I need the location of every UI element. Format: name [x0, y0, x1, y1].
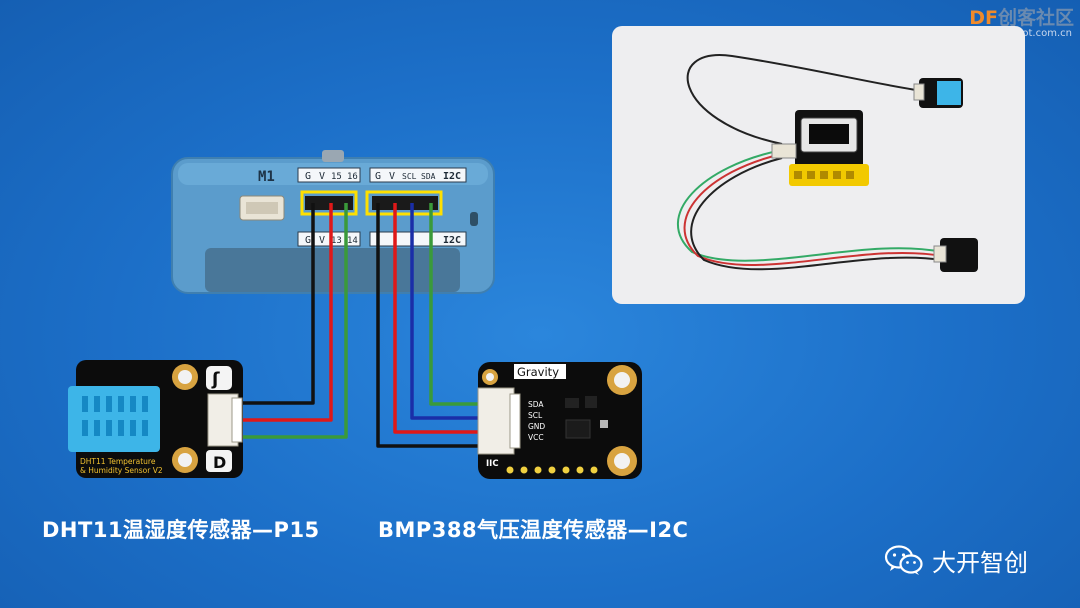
controller-top-header-left: G V 15 16 [297, 167, 361, 183]
caption-dht11: DHT11温湿度传感器—P15 [42, 518, 320, 542]
wire-red-vcc [243, 203, 333, 422]
dht11-logo-bottom: D [213, 453, 226, 472]
header-pin-label: I2C [443, 235, 461, 246]
wire-blue-scl [410, 203, 478, 420]
bmp388-iface: IIC [486, 459, 499, 469]
wire-black-gnd [376, 203, 478, 448]
highlight-box-p15 [300, 190, 358, 216]
bmp388-pin-scl: SCL [528, 411, 543, 420]
controller-bottom-header: G V 13 14 I2C [297, 231, 467, 247]
header-pin-label: V [389, 171, 395, 182]
dht11-board: ʃ D DHT11 Temperature & Humidity Sensor … [68, 360, 243, 478]
dht11-logo-top: ʃ [211, 369, 220, 390]
wire-black-gnd [243, 203, 315, 405]
caption-bmp388: BMP388气压温度传感器—I2C [378, 518, 689, 542]
header-pin-label: SCL [402, 172, 417, 181]
bmp388-pin-vcc: VCC [528, 433, 544, 442]
wires-dht11 [243, 203, 348, 439]
highlight-box-i2c [365, 190, 443, 216]
header-pin-label: 16 [347, 172, 358, 182]
bmp388-pin-gnd: GND [528, 422, 545, 431]
wire-green-sda [429, 203, 478, 406]
photo-illustration [677, 54, 978, 272]
header-pin-label: G [305, 171, 311, 182]
header-pin-label: G [375, 171, 381, 182]
footer-brand-name: 大开智创 [932, 548, 1028, 577]
controller-top-header-right: G V SCL SDA I2C [369, 167, 467, 183]
controller-label: M1 [258, 169, 275, 185]
header-pin-label: V [319, 171, 325, 182]
wechat-icon [884, 545, 923, 575]
bmp388-title: Gravity [517, 365, 559, 379]
header-pin-label: SDA [421, 172, 436, 181]
header-pin-label: 13 [331, 236, 342, 246]
header-pin-label: V [319, 235, 325, 246]
photo-panel [612, 26, 1025, 304]
wire-red-vcc [393, 203, 478, 434]
wires-bmp388 [376, 203, 478, 448]
wire-green-signal [243, 203, 348, 439]
footer-brand: 大开智创 [884, 543, 1028, 577]
bmp388-pin-sda: SDA [528, 400, 544, 409]
bmp388-board: Gravity SDA SCL GND VCC IIC [477, 362, 642, 479]
header-pin-label: 14 [347, 236, 358, 246]
controller-board: M1 G V 15 16 G V SCL SDA I2C [171, 150, 495, 294]
header-pin-label: I2C [443, 171, 461, 182]
header-pin-label: G [305, 235, 311, 246]
header-pin-label: 15 [331, 172, 342, 182]
watermark-title: DF创客社区 [969, 7, 1074, 29]
dht11-label-line2: & Humidity Sensor V2 [80, 466, 163, 475]
dht11-label-line1: DHT11 Temperature [80, 457, 156, 466]
